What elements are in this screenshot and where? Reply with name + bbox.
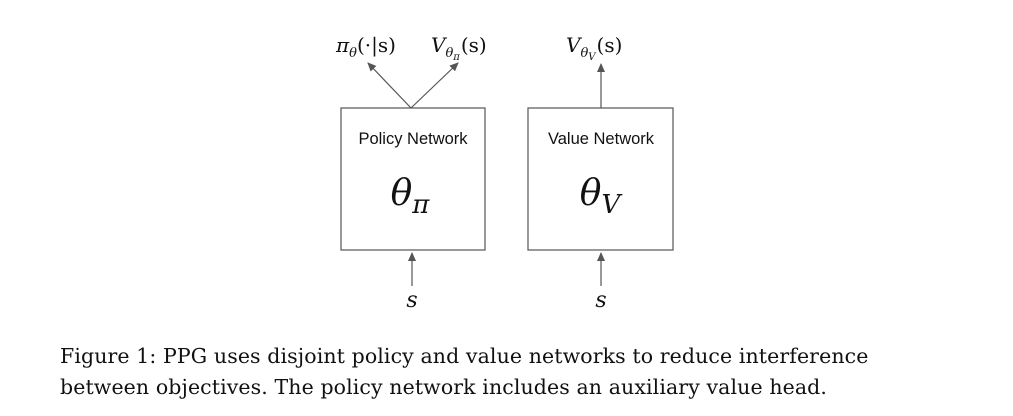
policy-network-box [340, 107, 486, 251]
value-output-label: VθV(s) [566, 33, 622, 63]
policy-output-label: πθ(·|s) [335, 33, 396, 61]
policy-input-label: s [406, 288, 417, 313]
policy-network-parameter: θπ [391, 173, 431, 220]
caption-line-1: Figure 1: PPG uses disjoint policy and v… [60, 344, 869, 368]
figure-caption: Figure 1: PPG uses disjoint policy and v… [60, 341, 990, 403]
value-network-parameter: θV [580, 173, 623, 220]
policy-network-title: Policy Network [358, 130, 468, 148]
policy-output-arrow [367, 62, 412, 109]
caption-line-2: between objectives. The policy network i… [60, 375, 828, 399]
value-network-box [527, 107, 674, 251]
aux-value-output-arrow [410, 62, 459, 109]
value-network-title: Value Network [548, 130, 655, 148]
aux-value-output-label: Vθπ(s) [431, 33, 487, 63]
value-input-label: s [595, 288, 606, 313]
ppg-diagram: Policy Network θπ Value Network θV s s π… [335, 33, 674, 313]
